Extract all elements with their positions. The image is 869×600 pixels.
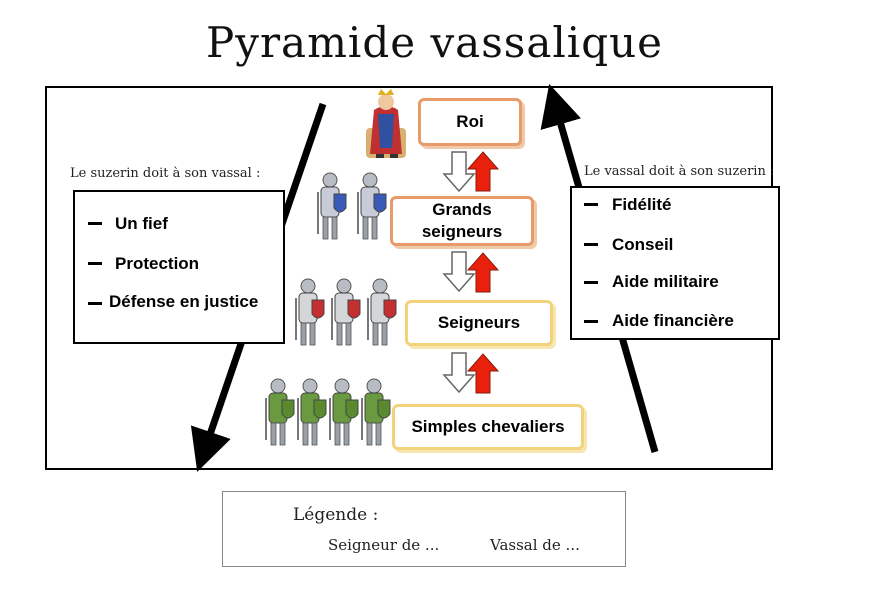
right-panel: Fidélité Conseil Aide militaire Aide fin…: [570, 186, 780, 340]
level-simples-chevaliers: Simples chevaliers: [392, 404, 584, 450]
arrow-pair-1: [442, 151, 500, 193]
legend: [222, 491, 626, 567]
lord-figure-icon: [357, 172, 387, 240]
knight-figures: [265, 378, 391, 446]
king-figure-icon: [366, 89, 406, 158]
knight-figure-icon: [295, 278, 325, 346]
right-item-4: Aide financière: [612, 311, 734, 330]
knight-figure-icon: [367, 278, 397, 346]
bullet-dash: [88, 262, 102, 265]
lord-figure-icon: [317, 172, 347, 240]
level-label: Seigneurs: [437, 313, 521, 332]
right-item-2: Conseil: [612, 235, 674, 254]
bullet-dash: [88, 222, 102, 225]
right-item-1: Fidélité: [612, 195, 672, 214]
knight-figure-icon: [329, 378, 359, 446]
bullet-dash: [584, 281, 598, 284]
left-panel-caption: Le suzerin doit à son vassal :: [70, 166, 261, 181]
vassal-arrow-3: [466, 353, 500, 394]
level-label: Roi: [456, 112, 484, 131]
bullet-dash: [584, 320, 598, 323]
seigneur-arrow-1: [442, 151, 476, 193]
level-seigneurs: Seigneurs: [405, 300, 553, 346]
vassal-arrow-1: [466, 151, 500, 192]
legend-white-arrow-label: Seigneur de ...: [328, 536, 440, 554]
page-title: Pyramide vassalique: [205, 18, 664, 67]
left-item-1: Un fief: [115, 214, 168, 233]
seigneur-arrow-3: [442, 352, 476, 394]
knight-figure-icon: [265, 378, 295, 446]
seigneur-arrow-2: [442, 251, 476, 293]
legend-title: Légende :: [293, 505, 379, 525]
bullet-dash: [584, 203, 598, 206]
legend-red-arrow-label: Vassal de ...: [490, 536, 580, 554]
right-panel-caption: Le vassal doit à son suzerin :: [584, 164, 775, 179]
knight-figure-icon: [331, 278, 361, 346]
bullet-dash: [584, 243, 598, 246]
left-panel: Un fief Protection Défense en justice: [73, 190, 285, 344]
level-roi: Roi: [418, 98, 522, 146]
arrow-pair-2: [442, 251, 500, 293]
left-item-2: Protection: [115, 254, 200, 273]
level-grands-seigneurs: Grands seigneurs: [390, 196, 534, 246]
arrow-pair-3: [442, 352, 500, 394]
bullet-dash: [88, 302, 102, 305]
level-label: Simples chevaliers: [411, 417, 565, 436]
seigneur-figures: [295, 278, 397, 346]
left-item-3: Défense en justice: [109, 292, 259, 311]
vassal-arrow-2: [466, 252, 500, 293]
level-label: Grands seigneurs: [421, 200, 503, 241]
lord-figures: [317, 172, 387, 240]
knight-figure-icon: [297, 378, 327, 446]
knight-figure-icon: [361, 378, 391, 446]
right-item-3: Aide militaire: [612, 272, 719, 291]
